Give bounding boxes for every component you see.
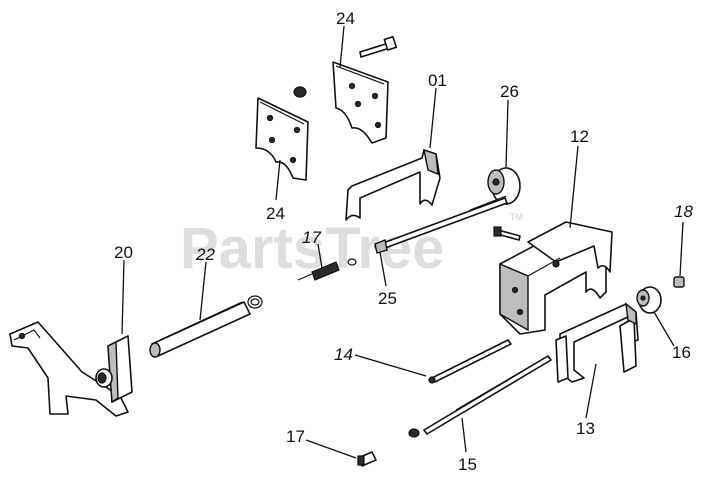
part-24-lower-plate: [255, 97, 309, 181]
part-22-shaft: [149, 295, 263, 358]
label-15: 15: [458, 455, 477, 474]
label-18: 18: [674, 202, 693, 221]
label-22: 22: [195, 245, 215, 264]
watermark-tm: TM: [510, 212, 523, 222]
part-16-roller: [636, 286, 662, 314]
label-24-bottom: 24: [266, 204, 285, 223]
part-15-rod: [408, 355, 552, 438]
label-17-upper: 17: [302, 228, 321, 247]
label-20: 20: [114, 243, 133, 262]
label-25: 25: [378, 289, 397, 308]
part-17-spring-upper: [297, 258, 357, 281]
part-13-frame: [555, 302, 639, 383]
part-20-lever: [9, 321, 133, 417]
label-14: 14: [334, 345, 353, 364]
part-12-bracket: [493, 221, 613, 335]
label-16: 16: [672, 343, 691, 362]
label-17-lower: 17: [286, 427, 305, 446]
part-01-bracket: [345, 148, 441, 221]
label-26: 26: [500, 82, 519, 101]
watermark: PartsTree: [180, 216, 444, 281]
part-25-rod: [374, 195, 508, 254]
part-14-rod: [428, 339, 512, 384]
leader-lines: [121, 25, 684, 459]
part-18-nut: [673, 276, 685, 288]
label-01: 01: [428, 71, 447, 90]
part-24-upper-plate: [293, 35, 398, 144]
part-17-pin-lower: [357, 451, 377, 467]
label-24-top: 24: [336, 9, 355, 28]
label-12: 12: [570, 127, 589, 146]
label-13: 13: [576, 419, 595, 438]
